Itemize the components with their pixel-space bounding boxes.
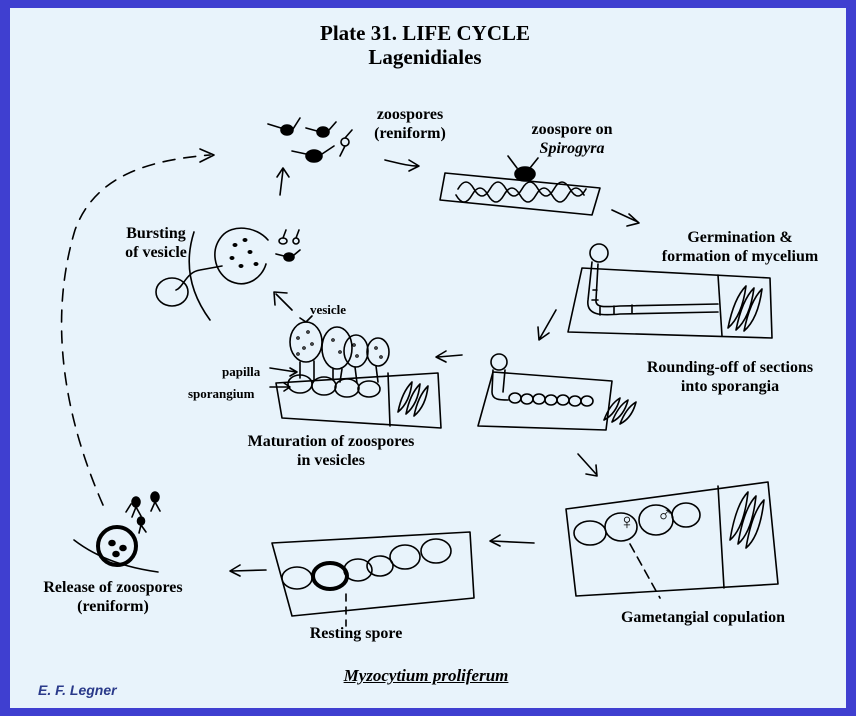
bursting-label-line1: Bursting (126, 225, 186, 242)
arrow-right-icon (385, 160, 419, 171)
life-cycle-drawing (10, 8, 846, 708)
rounding-label: Rounding-off of sections into sporangia (622, 358, 838, 396)
plate-title: Plate 31. LIFE CYCLE Lagenidiales (287, 21, 563, 69)
gametangial-label: Gametangial copulation (620, 609, 785, 626)
gametangial-copulation-illustration (566, 482, 778, 598)
bursting-vesicle-illustration (156, 228, 300, 320)
bursting-label-line2: of vesicle (125, 244, 187, 261)
resting-spore-illustration (272, 532, 474, 626)
male-symbol: ♂ (656, 502, 674, 527)
free-zoospores-illustration (268, 118, 352, 162)
author-credit: E. F. Legner (38, 682, 117, 698)
germination-label-line2: formation of mycelium (661, 248, 819, 265)
rounding-label-line1: Rounding-off of sections (646, 359, 814, 376)
zoospore-on-label-line2: Spirogyra (539, 140, 605, 157)
zoospores-reniform-label: zoospores (reniform) (360, 105, 460, 143)
sporangium-label: sporangium (188, 386, 255, 401)
release-label-line2: (reniform) (77, 598, 149, 615)
arrow-left-icon (230, 565, 266, 576)
plate-canvas: Plate 31. LIFE CYCLE Lagenidiales zoospo… (10, 8, 846, 708)
arrowhead-icon (200, 149, 214, 162)
maturation-label-line1: Maturation of zoospores (247, 433, 415, 450)
arrow-up-left-icon (274, 292, 292, 310)
maturation-vesicles-illustration (270, 316, 441, 428)
maturation-label-line2: in vesicles (297, 452, 365, 469)
arrow-down-left-icon (538, 310, 556, 340)
species-name: Myzocytium proliferum (343, 666, 509, 685)
spirogyra-filament-illustration (440, 156, 600, 215)
zoospores-reniform-label-line1: zoospores (376, 106, 444, 123)
germination-label: Germination & formation of mycelium (650, 228, 830, 266)
maturation-label: Maturation of zoospores in vesicles (218, 432, 444, 470)
zoospore-on-spirogyra-label: zoospore on Spirogyra (516, 120, 628, 158)
rounding-label-line2: into sporangia (680, 378, 780, 395)
germination-label-line1: Germination & (687, 229, 793, 246)
plate-title-line2: Lagenidiales (368, 45, 482, 69)
female-symbol: ♀ (618, 509, 636, 534)
release-zoospores-illustration (74, 492, 160, 572)
arrow-left-icon (490, 535, 534, 546)
germination-mycelium-illustration (568, 244, 772, 338)
arrow-down-right-icon (578, 454, 597, 476)
resting-spore-label: Resting spore (309, 625, 403, 642)
zoospores-reniform-label-line2: (reniform) (374, 125, 446, 142)
arrow-left-icon (436, 351, 462, 362)
arrow-down-right-icon (612, 210, 639, 226)
plate-title-line1: Plate 31. LIFE CYCLE (320, 21, 530, 45)
bursting-label: Bursting of vesicle (106, 224, 206, 262)
release-label: Release of zoospores (reniform) (20, 578, 206, 616)
dashed-return-path (62, 155, 210, 505)
release-label-line1: Release of zoospores (43, 579, 183, 596)
vesicle-label: vesicle (309, 302, 347, 317)
rounding-sporangia-illustration (478, 354, 636, 430)
papilla-label: papilla (222, 364, 261, 379)
arrow-up-icon (277, 168, 289, 195)
zoospore-on-label-line1: zoospore on (531, 121, 613, 138)
